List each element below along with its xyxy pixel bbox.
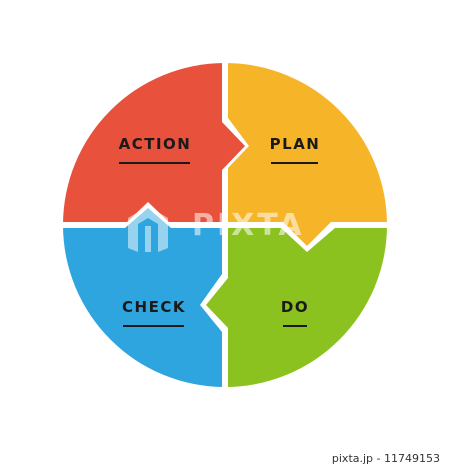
image-caption: pixta.jp - 11749153 [332,452,440,465]
action-label: ACTION [118,135,192,153]
do-underline [283,325,307,327]
watermark-brand: PIXTA [192,208,305,243]
check-label: CHECK [122,298,186,316]
watermark-logo-icon [128,206,168,252]
plan-underline [271,162,318,164]
caption-separator: - [373,452,384,465]
caption-image-number: 11749153 [384,452,440,465]
do-label: DO [280,298,310,316]
action-underline [119,162,190,164]
plan-label: PLAN [269,135,321,153]
check-underline [123,325,184,327]
caption-source: pixta.jp [331,452,374,465]
